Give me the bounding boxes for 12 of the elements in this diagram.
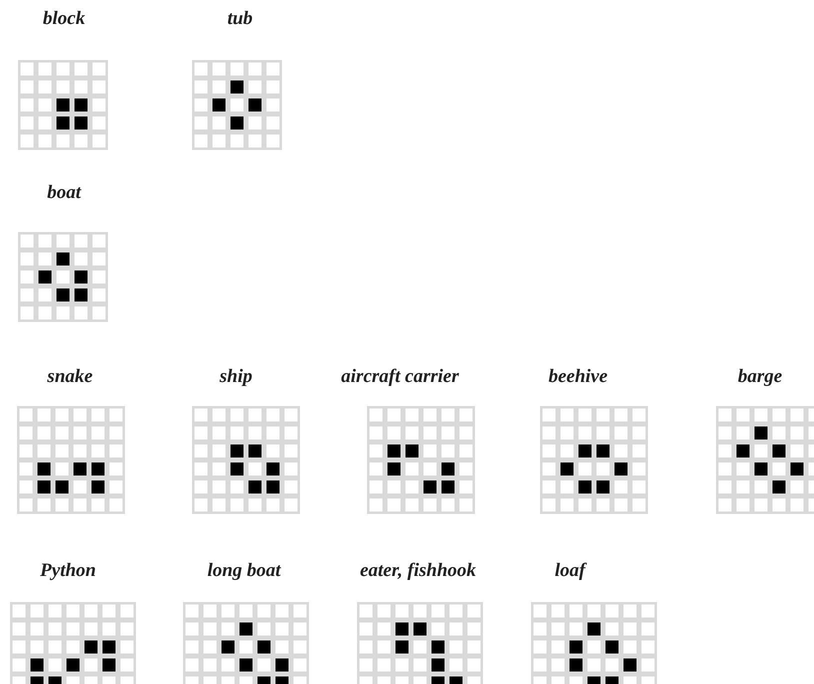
pattern-name: long boat [207, 560, 281, 582]
pattern-name: snake [47, 366, 93, 388]
pattern-name: barge [738, 366, 782, 388]
pattern-name: loaf [554, 560, 586, 582]
pattern-name: boat [47, 182, 81, 204]
pattern-name: block [42, 8, 86, 30]
pattern-name: tub [227, 8, 253, 30]
pattern-name: Python [40, 560, 96, 582]
pattern-name: ship [220, 366, 252, 388]
pattern-name: eater, fishhook [360, 560, 476, 582]
pattern-name: beehive [548, 366, 608, 388]
pattern-name: aircraft carrier [341, 366, 459, 388]
